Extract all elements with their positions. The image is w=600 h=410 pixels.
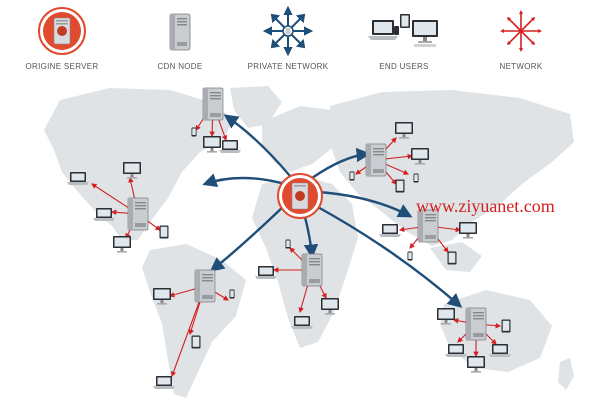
private-network-icon: [263, 6, 313, 56]
cdn-node-greenland: [202, 87, 224, 121]
watermark-text: www.ziyuanet.com: [416, 196, 555, 216]
legend-label-private-network: PRIVATE NETWORK: [247, 62, 329, 71]
legend-label-cdn-node: CDN NODE: [157, 62, 203, 71]
link-origin-to-south-america: [209, 203, 287, 272]
link-origin-to-greenland: [223, 114, 291, 177]
legend-label-origin-server: ORIGINE SERVER: [25, 62, 99, 71]
legend-origin-server: ORIGINE SERVER: [7, 6, 117, 71]
link-origin-to-north-america-east: [202, 173, 286, 188]
link-origin-to-asia: [317, 190, 413, 218]
legend-label-end-users: END USERS: [379, 62, 429, 71]
legend: ORIGINE SERVER CDN NODE: [0, 0, 600, 80]
legend-network: NETWORK: [466, 6, 576, 71]
cdn-node-south-america: [194, 269, 216, 303]
cdn-node-north-america: [127, 197, 149, 231]
world-network-map: [44, 86, 574, 398]
europe-landmass: [262, 106, 344, 172]
cdn-node-icon: [169, 13, 191, 51]
origin-server-icon: [38, 7, 86, 55]
legend-label-network: NETWORK: [499, 62, 543, 71]
cdn-node-africa: [301, 253, 323, 287]
legend-cdn-node: CDN NODE: [125, 6, 235, 71]
new-zealand-landmass: [558, 358, 574, 390]
link-origin-to-australia: [315, 204, 463, 308]
cdn-node-australia: [465, 307, 487, 341]
private-network-links: [202, 114, 463, 308]
legend-private-network: PRIVATE NETWORK: [233, 6, 343, 71]
link-origin-to-russia: [311, 147, 371, 179]
cdn-node-russia: [365, 143, 387, 177]
end-users-icon: [368, 14, 438, 47]
greenland-landmass: [230, 86, 282, 128]
legend-end-users: END USERS: [349, 6, 459, 71]
network-icon: [500, 10, 542, 52]
origin-server: [277, 173, 323, 219]
